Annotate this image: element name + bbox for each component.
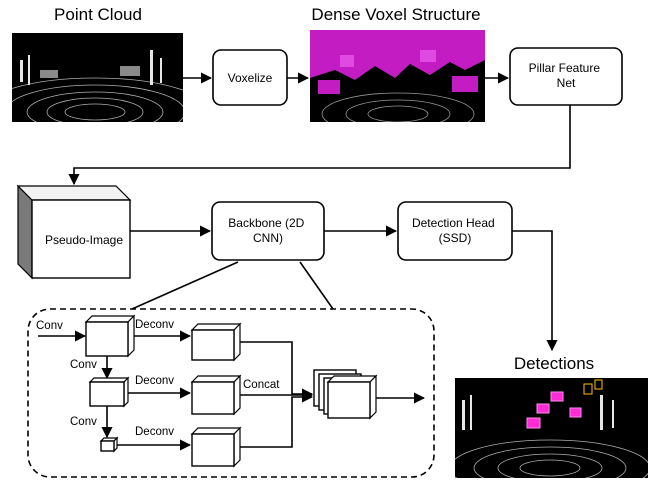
arrow-pillar-pseudoimage — [68, 105, 571, 186]
conv-block-1 — [84, 314, 136, 358]
arrow-head-detections — [512, 230, 558, 352]
deconv-block-3 — [190, 426, 242, 468]
conv-block-2 — [88, 376, 130, 408]
deconv-label-3: Deconv — [135, 426, 174, 438]
conv-label-2: Conv — [70, 359, 97, 371]
backbone-detail-region — [27, 308, 435, 478]
pillar-feature-net-label: Pillar Feature Net — [529, 61, 604, 90]
detections-image — [455, 378, 648, 478]
zoom-line-left — [131, 261, 239, 310]
pillar-feature-net-box — [509, 47, 623, 106]
dense-voxel-image — [310, 30, 485, 122]
point-cloud-title: Point Cloud — [54, 5, 142, 24]
point-cloud-image — [12, 33, 183, 122]
zoom-line-right — [299, 261, 334, 310]
arrow-deconv3-concat — [240, 391, 314, 448]
deconv-block-1 — [190, 322, 242, 362]
deconv-label-2: Deconv — [135, 375, 174, 387]
conv-block-3 — [99, 436, 119, 453]
deconv-label-1: Deconv — [135, 319, 174, 331]
dense-voxel-title: Dense Voxel Structure — [311, 5, 480, 24]
detections-title: Detections — [514, 354, 594, 373]
conv-label-1: Conv — [36, 320, 63, 332]
pseudo-image-label: Pseudo-Image — [45, 233, 123, 247]
concat-label: Concat — [243, 379, 280, 391]
backbone-label: Backbone (2D CNN) — [228, 216, 307, 245]
deconv-block-2 — [190, 374, 242, 416]
voxelize-label: Voxelize — [228, 71, 273, 85]
detection-head-label: Detection Head (SSD) — [412, 216, 498, 245]
pseudo-image-box — [16, 184, 132, 280]
conv-label-3: Conv — [70, 416, 97, 428]
concat-block — [313, 369, 378, 420]
